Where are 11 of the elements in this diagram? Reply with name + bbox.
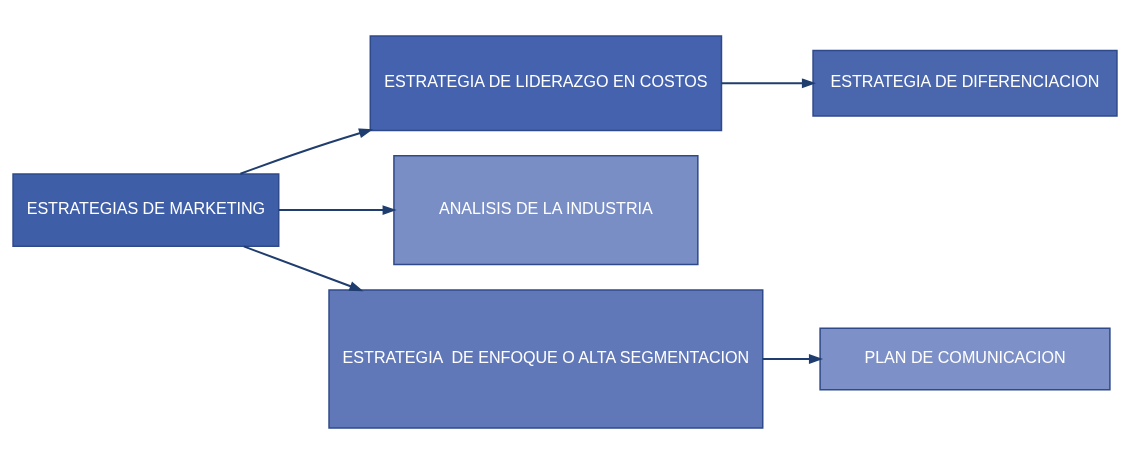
node-box: ESTRATEGIA DE ENFOQUE O ALTA SEGMENTACION [328,288,764,429]
arrow [278,204,397,215]
node-box: PLAN DE COMUNICACION [819,327,1111,390]
node-box: ESTRATEGIAS DE MARKETING [12,172,280,247]
node-box: ESTRATEGIA DE LIDERAZGO EN COSTOS [369,34,723,131]
node-box: ANALISIS DE LA INDUSTRIA [393,154,699,265]
arrow [243,244,364,291]
arrow [762,353,824,364]
arrow [240,127,374,175]
node-box: ESTRATEGIA DE DIFERENCIACION [812,49,1118,117]
arrow [721,77,816,88]
